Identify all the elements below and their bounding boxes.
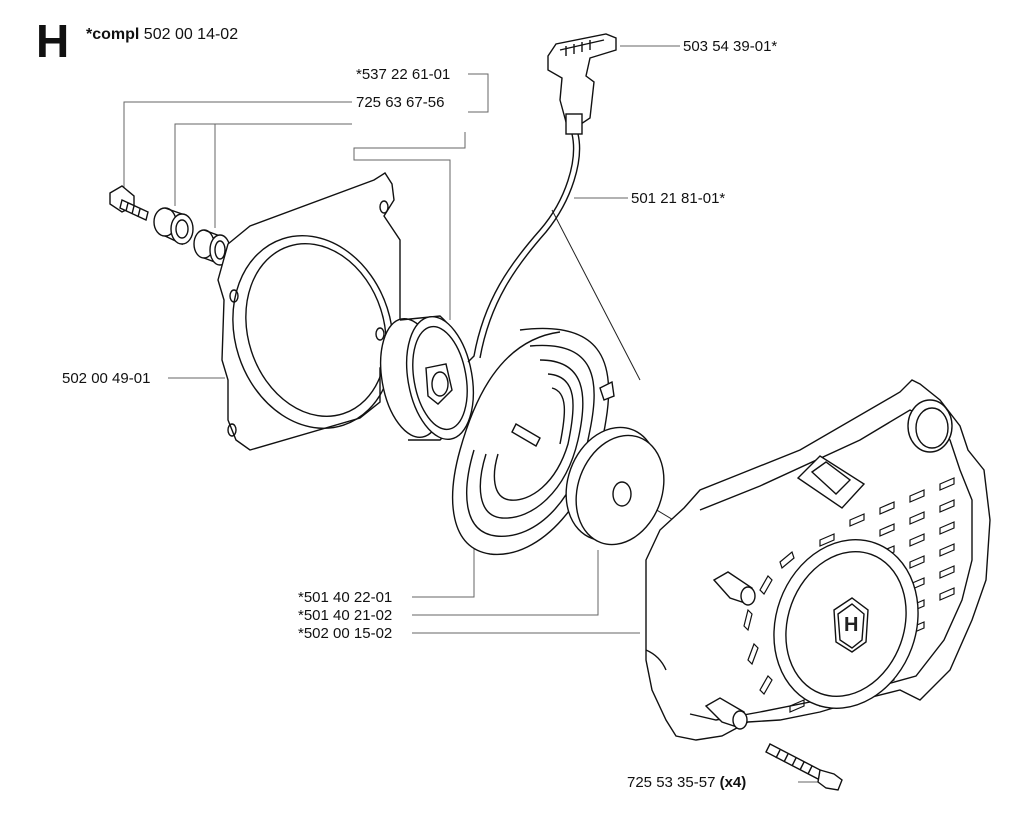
rope-pulley [379,315,475,441]
housing-screw [765,743,843,791]
part-label-537-22-61-01: *537 22 61-01 [356,66,451,83]
washer [565,426,665,546]
bushing-1 [153,207,194,246]
brand-mark: H [844,614,859,636]
complete-assembly-label: *compl 502 00 14-02 [86,26,238,44]
screw-small [109,185,149,221]
part-label-725-53-35-57: 725 53 35-57 (x4) [627,775,746,790]
starter-housing [645,379,991,741]
part-label-501-40-21-02: *501 40 21-02 [298,607,393,624]
starter-rope [467,133,581,363]
compl-part-number: 502 00 14-02 [143,26,239,43]
part-label-503-54-39-01: 503 54 39-01* [683,38,778,55]
part-label-725-63-67-56: 725 63 67-56 [356,94,445,111]
part-label-501-21-81-01: 501 21 81-01* [631,190,726,207]
part-number-725-53-35-57: 725 53 35-57 [627,774,716,791]
section-letter: H [36,15,70,67]
part-label-502-00-15-02: *502 00 15-02 [298,625,393,642]
starter-handle [547,33,617,135]
leader-lines [123,45,830,783]
compl-prefix: *compl [86,26,140,43]
pulley-plate [217,172,401,451]
part-label-502-00-49-01: 502 00 49-01 [62,370,151,387]
quantity-label: (x4) [719,774,747,791]
part-label-501-40-22-01: *501 40 22-01 [298,589,393,606]
